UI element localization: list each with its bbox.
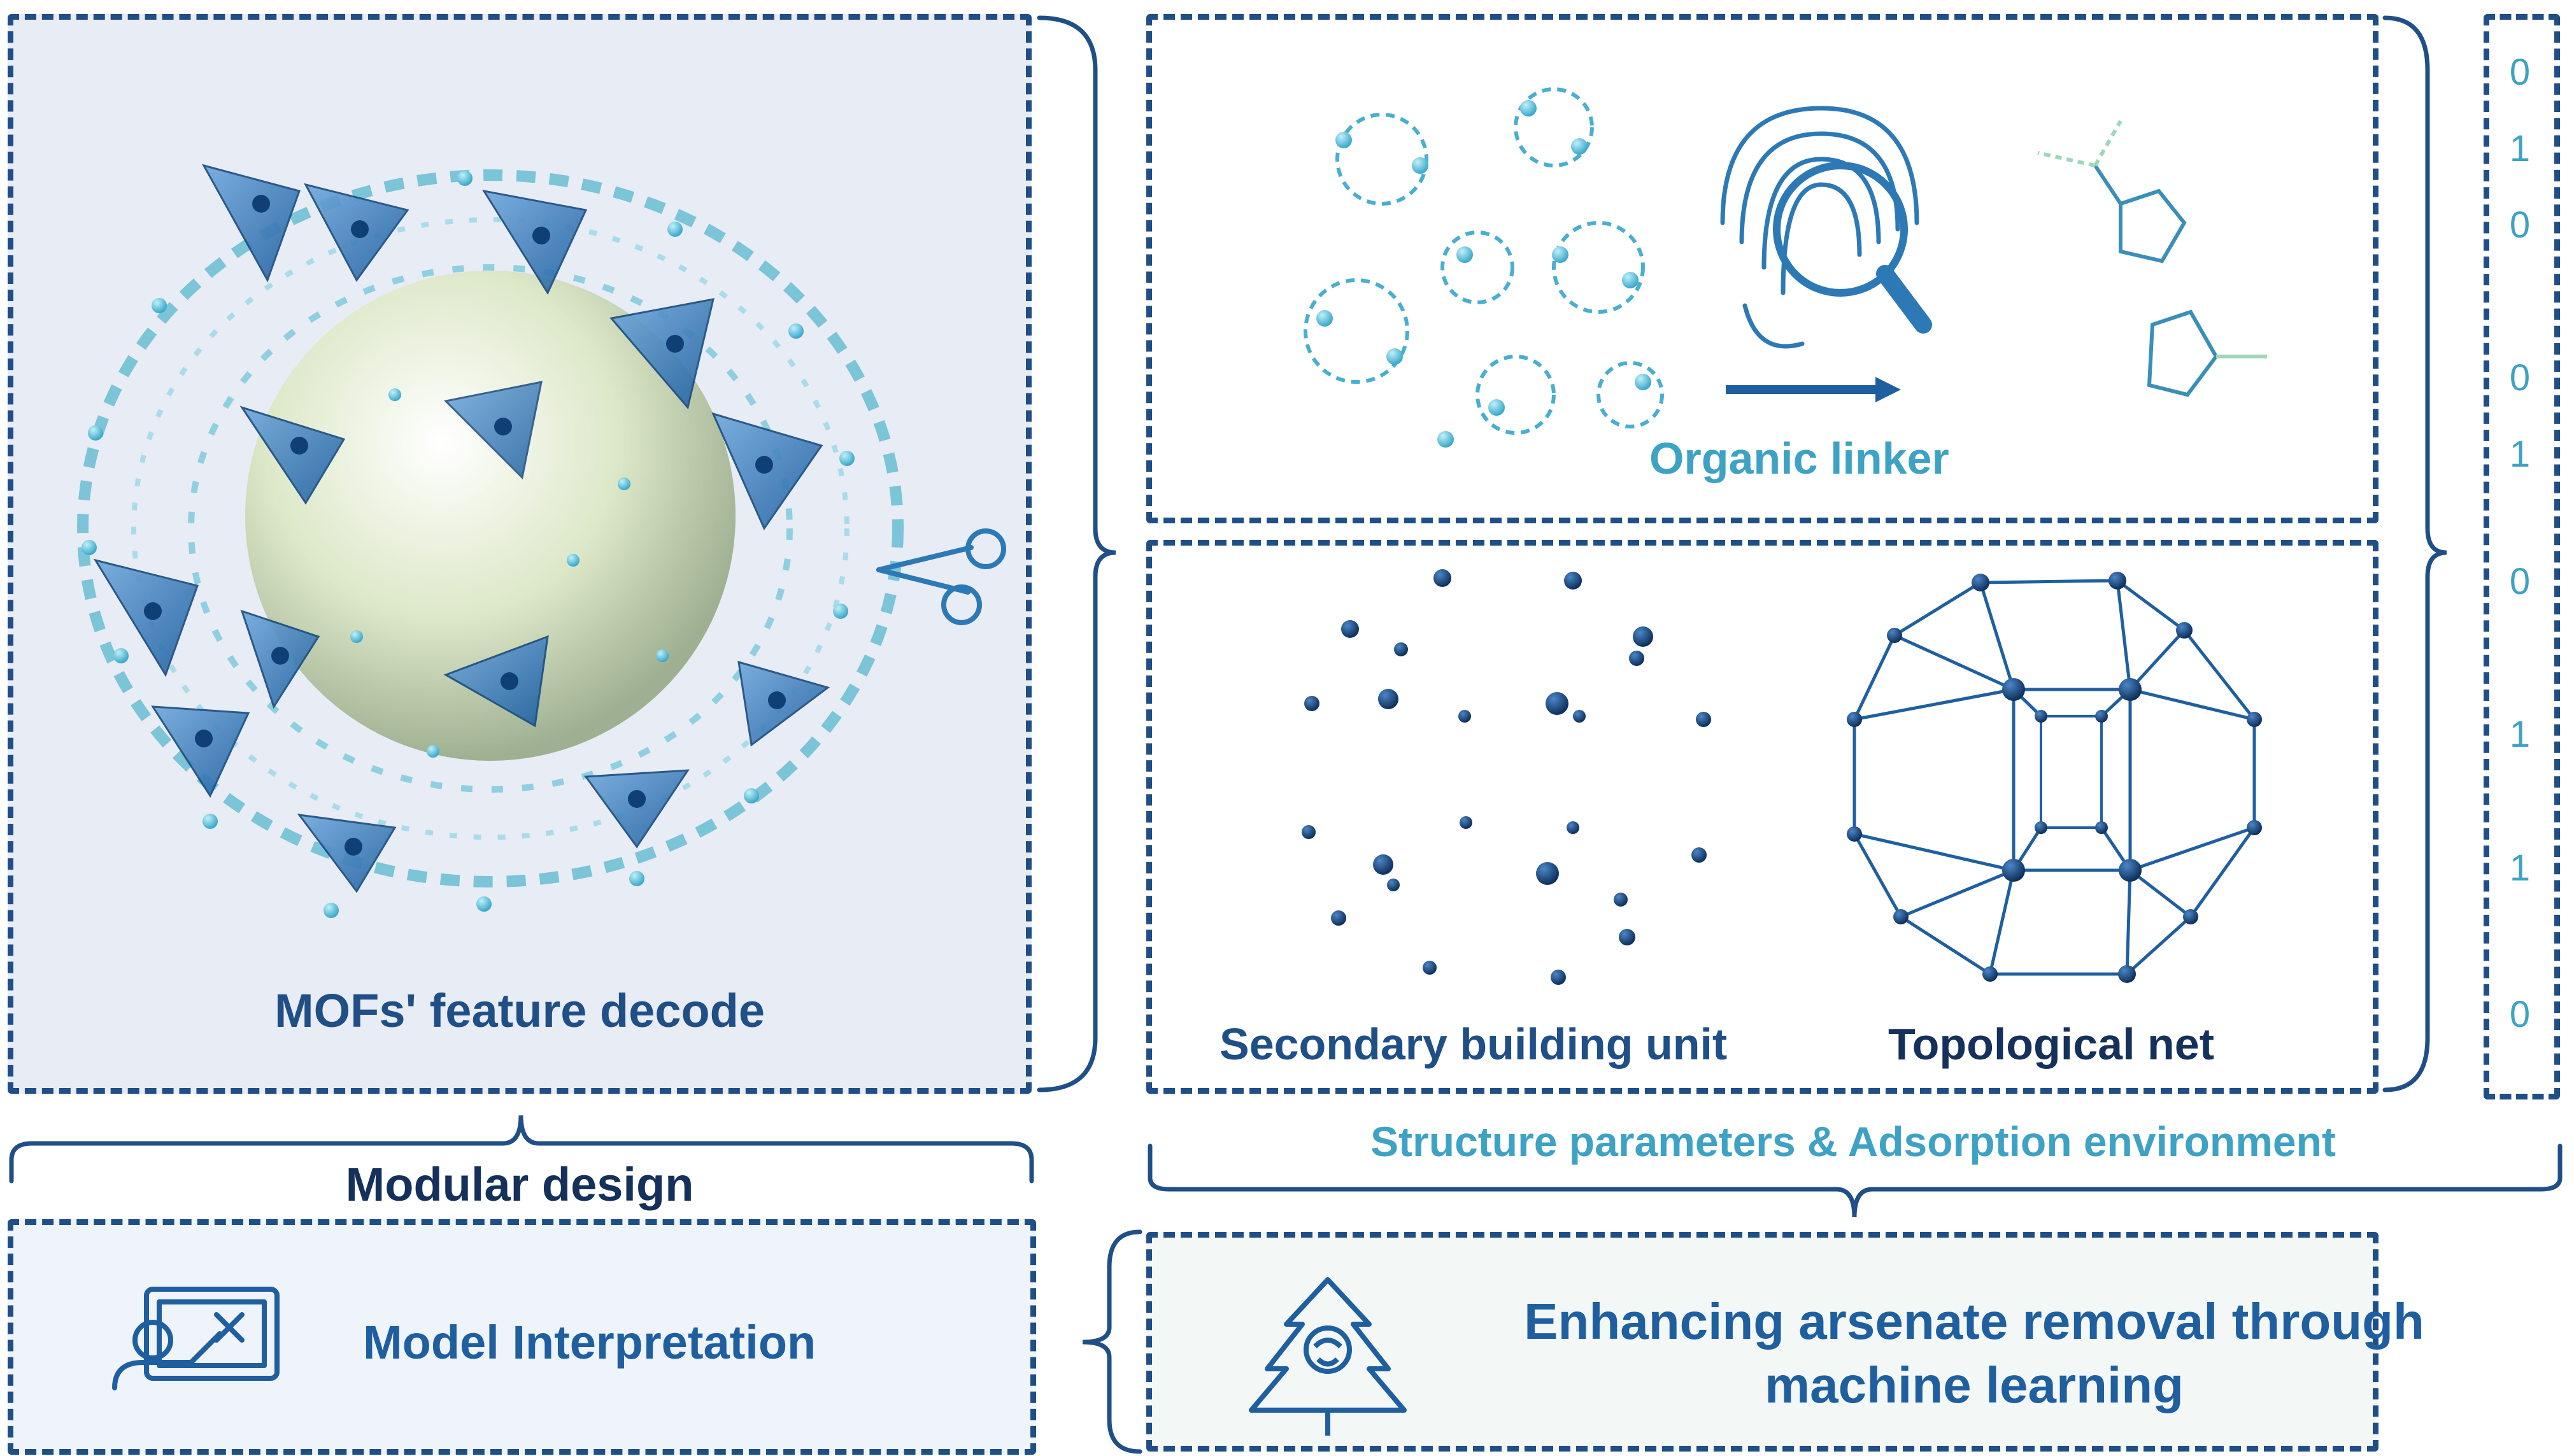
modular-design-label: Modular design [345,1158,694,1211]
mof-decode-label: MOFs' feature decode [274,984,765,1037]
model-interpretation-panel [8,1219,1036,1455]
bracket-modular-design [9,1115,1034,1184]
net-vertices [1847,572,2262,983]
tetrahedron [239,406,346,505]
tetrahedron [201,164,301,283]
feature-vector-panel [2484,14,2560,1099]
framework-ring-inner [188,264,793,793]
vector-entry: 0 [2509,52,2531,93]
tetrahedron [93,558,199,677]
vector-entry: 0 [2509,994,2531,1035]
tetrahedron [443,635,549,728]
scissors-icon [876,528,1006,625]
model-interpretation-label: Model Interpretation [363,1316,816,1369]
linker-molecules [1304,87,1664,435]
vector-entry: 1 [2509,434,2531,475]
mof-structure [77,164,904,918]
tetrahedron [481,189,588,295]
tetrahedron [609,298,715,410]
brackets [9,15,2563,1454]
tetrahedron [443,381,543,480]
tetrahedron [151,705,250,798]
bracket-mof-right [1037,15,1116,1092]
vector-entry: 0 [2509,561,2531,602]
vector-entry: 1 [2509,847,2531,889]
tetrahedron [297,814,397,893]
topological-net-label: Topological net [1888,1019,2215,1069]
tetrahedron [584,769,690,849]
tree-brain-icon [1249,1277,1407,1436]
imidazole-structure-1 [2037,120,2187,264]
fingerprint-search-icon [1720,106,1932,349]
sbu-label: Secondary building unit [1219,1019,1728,1069]
enhancing-panel [1146,1232,2378,1452]
bracket-features-right [2382,15,2447,1092]
bracket-structure-params [1148,1143,2563,1218]
vector-entry: 0 [2509,204,2531,246]
pore-sphere [245,271,736,761]
framework-ring [77,169,904,887]
linker-atoms-top [1316,100,1651,448]
teacher-board-icon [112,1287,280,1390]
linker-atoms [82,171,855,918]
enhancing-label-line1: Enhancing arsenate removal through [1524,1293,2424,1350]
bracket-join-bottom [1082,1229,1142,1454]
metal-centers [144,195,786,856]
vector-entry: 1 [2509,714,2531,755]
vector-entry: 0 [2509,357,2531,399]
sbu-balls [1302,569,1711,985]
imidazole-structure-2 [2147,309,2267,397]
structure-params-label: Structure parameters & Adsorption enviro… [1370,1118,2336,1165]
right-arrow-icon [1726,377,1901,402]
vector-entry: 1 [2509,128,2531,169]
framework-ring-mid [131,217,850,840]
organic-linker-label: Organic linker [1649,434,1949,483]
enhancing-label-line2: machine learning [1765,1357,2184,1413]
